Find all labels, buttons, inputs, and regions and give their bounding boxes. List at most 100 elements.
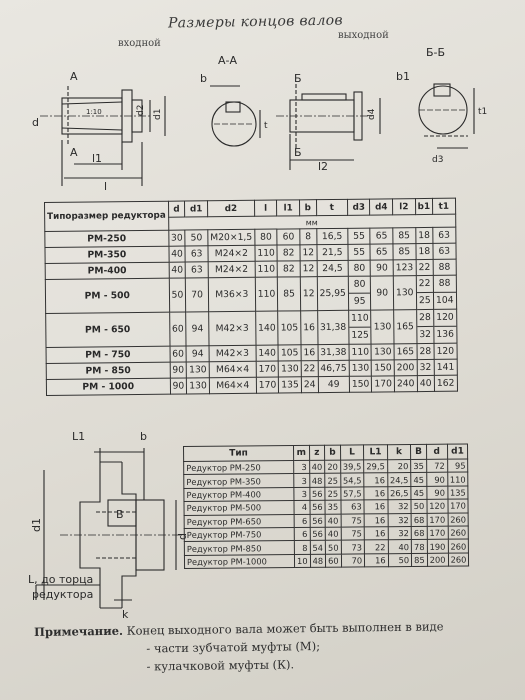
cell-value: 35 <box>325 500 341 514</box>
dim-t: t <box>264 121 268 131</box>
note-block: Примечание. Конец выходного вала может б… <box>34 617 444 677</box>
cell-l1: 82 <box>277 260 301 278</box>
cell-d1: 94 <box>186 345 210 363</box>
cell-value: 22 <box>364 540 389 554</box>
column-header: B <box>410 444 427 460</box>
dim-l: l <box>104 180 107 193</box>
column-header: d1 <box>184 200 208 218</box>
cell-d4: 130 <box>371 343 395 361</box>
cell-d: 40 <box>168 246 186 263</box>
note-text: Конец выходного вала может быть выполнен… <box>126 619 444 638</box>
split-value: 95 <box>353 295 366 307</box>
cell-t: 24,5 <box>316 260 349 277</box>
cell-value: 190 <box>427 539 448 554</box>
cell-b: 12 <box>300 276 318 311</box>
cell-d4: 150 <box>371 359 395 377</box>
cell-d: 90 <box>169 362 187 379</box>
cell-l1: 130 <box>278 360 302 378</box>
cell-value: 75 <box>340 513 365 528</box>
dim-B: B <box>116 508 124 521</box>
cell-value: 260 <box>447 539 469 553</box>
cell-type: Редуктор РМ-750 <box>184 527 295 542</box>
cell-value: 10 <box>294 554 311 568</box>
column-header: t <box>316 199 348 216</box>
dim-d: d <box>32 116 39 129</box>
cell-value: 6 <box>294 527 310 541</box>
dim-L-label-2: редуктора <box>32 588 93 601</box>
cell-value: 63 <box>340 500 365 514</box>
split-value: 88 <box>433 275 456 293</box>
cell-d2: М64×4 <box>209 377 257 394</box>
cell-d2: М42×3 <box>208 311 256 346</box>
cell-b1: 22 <box>415 259 434 276</box>
cell-value: 73 <box>341 540 365 554</box>
cell-value: 8 <box>294 540 311 555</box>
column-header: t1 <box>432 198 456 215</box>
cell-value: 90 <box>426 472 448 487</box>
column-header: d3 <box>347 199 371 216</box>
cell-d3: 110 <box>348 344 372 361</box>
cell-value: 56 <box>309 513 326 528</box>
cell-value: 120 <box>426 499 448 513</box>
split-value: 136 <box>436 328 454 340</box>
cell-b1: 18 <box>415 227 433 244</box>
cell-d: 40 <box>168 262 186 279</box>
cell-value: 45 <box>411 486 427 500</box>
cell-value: 25 <box>324 486 341 501</box>
cell-b: 22 <box>301 360 318 377</box>
cell-value: 3 <box>293 460 310 474</box>
cell-t1: 162 <box>434 375 458 392</box>
cell-l2: 200 <box>394 359 417 376</box>
cell-value: 78 <box>411 539 428 554</box>
cell-type: Редуктор РМ-1000 <box>184 554 295 569</box>
cell-d1: 94 <box>185 311 209 347</box>
cell-value: 85 <box>411 553 428 567</box>
cell-value: 45 <box>410 472 427 487</box>
cell-d4: 65 <box>370 243 394 261</box>
cell-value: 260 <box>447 552 469 567</box>
cell-value: 56 <box>309 487 326 501</box>
dim-t1: t1 <box>478 107 487 117</box>
cell-value: 57,5 <box>340 486 365 501</box>
cell-l1: 105 <box>277 310 301 346</box>
cell-t: 21,5 <box>316 244 349 261</box>
column-header: d2 <box>207 200 255 217</box>
cell-b: 16 <box>300 310 318 345</box>
cell-l2: 165 <box>393 309 417 344</box>
cell-l: 110 <box>254 261 278 278</box>
cell-value: 54 <box>309 540 326 555</box>
column-header: z <box>309 445 325 461</box>
cell-d: 60 <box>169 346 187 363</box>
cell-value: 90 <box>426 485 448 500</box>
split-value: 80 <box>348 276 371 294</box>
cell-b1: 28 <box>416 343 435 360</box>
cell-value: 170 <box>426 512 448 527</box>
letter-A-top: А <box>70 70 78 83</box>
cell-d3: 55 <box>347 244 371 261</box>
column-header: Типоразмер редуктора <box>44 201 169 232</box>
letter-B-top: Б <box>294 72 302 85</box>
cell-d2: М36×3 <box>208 277 256 312</box>
cell-l2: 165 <box>394 343 417 360</box>
cell-value: 16 <box>364 526 388 541</box>
letter-B-bottom: Б <box>294 146 302 159</box>
cell-d1: 63 <box>185 245 208 263</box>
cell-type: РМ - 850 <box>46 362 170 380</box>
shaft-ends-drawing: А А d 1:10 l1 l d2 d1 А-А b t Б Б l2 d4 … <box>32 46 487 193</box>
cell-l1: 60 <box>277 228 300 246</box>
cell-d3: 150 <box>349 376 372 393</box>
cell-type: РМ-250 <box>44 230 169 248</box>
cell-t: 31,38 <box>317 310 349 345</box>
cell-l2: 240 <box>394 375 418 392</box>
cell-l: 170 <box>256 377 279 394</box>
cell-t: 31,38 <box>317 344 350 361</box>
cell-d1: 63 <box>185 261 209 279</box>
cell-value: 32 <box>387 526 412 541</box>
cell-t1: 63 <box>432 227 456 244</box>
cell-type: Редуктор РМ-250 <box>183 460 294 475</box>
column-header: b1 <box>415 198 433 215</box>
